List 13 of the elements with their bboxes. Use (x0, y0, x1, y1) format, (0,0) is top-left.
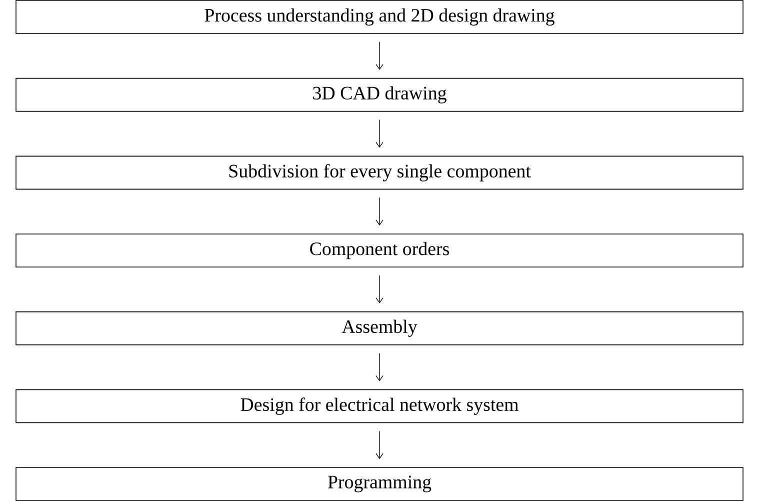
arrow (376, 275, 384, 304)
process-box: 3D CAD drawing (16, 78, 744, 112)
arrow (376, 352, 384, 382)
process-box: Assembly (16, 311, 744, 346)
process-box: Design for electrical network system (16, 389, 744, 424)
process-box: Subdivision for every single component (16, 156, 744, 190)
process-box: Process understanding and 2D design drawing (16, 0, 744, 34)
process-box: Component orders (16, 234, 744, 268)
arrow (376, 42, 384, 70)
arrow (376, 119, 384, 148)
arrow (376, 430, 384, 460)
arrow (376, 197, 384, 226)
process-box: Programming (16, 467, 744, 501)
